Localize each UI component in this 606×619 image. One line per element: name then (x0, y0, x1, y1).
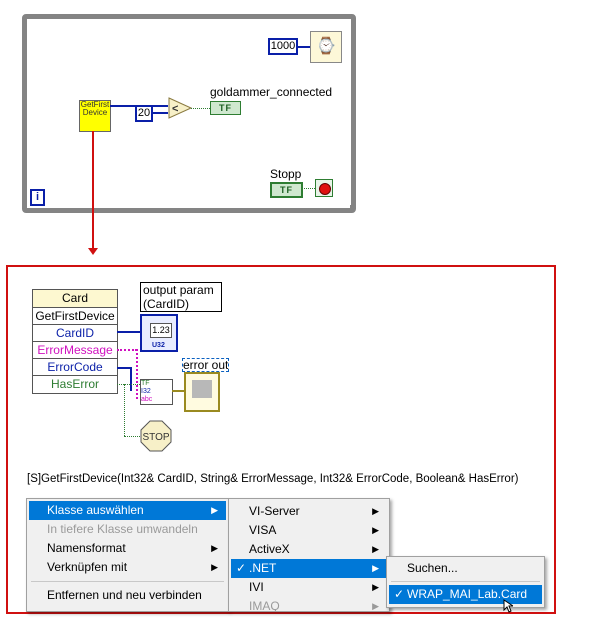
less-than-icon[interactable]: < (168, 97, 192, 119)
wire (172, 390, 184, 392)
cardid-indicator[interactable]: 1.23 U32 (140, 314, 178, 352)
method-signature: [S]GetFirstDevice(Int32& CardID, String&… (27, 473, 519, 485)
wait-timer-icon[interactable]: ⌚ (310, 31, 342, 63)
param-errormessage[interactable]: ErrorMessage (33, 341, 117, 359)
menu-item-entfernen[interactable]: Entfernen und neu verbinden (47, 588, 202, 602)
wire (117, 367, 131, 369)
error-out-label: error out (182, 358, 230, 372)
get-first-device-node[interactable]: GetFirst Device (79, 100, 111, 132)
menu-item-dotnet[interactable]: ✓.NET ▶ (231, 559, 387, 578)
compare-operator: < (172, 103, 178, 115)
menu-item-label: VI-Server (249, 504, 300, 518)
indicator-type: U32 (152, 342, 165, 349)
check-icon: ✓ (236, 561, 247, 575)
submenu-class: VI-Server ▶ VISA ▶ ActiveX ▶ ✓.NET ▶ IVI ▶ IM… (228, 498, 390, 612)
stop-node[interactable]: STOP (140, 420, 172, 452)
indicator-label: goldammer_connected (210, 85, 333, 99)
wire (117, 349, 137, 351)
param-haserror[interactable]: HasError (33, 375, 117, 393)
error-out-cluster[interactable] (184, 372, 220, 412)
submenu-dotnet: Suchen... ✓WRAP_MAI_Lab.Card (386, 556, 545, 608)
menu-item-label: ActiveX (249, 542, 290, 556)
submenu-arrow-icon: ▶ (372, 525, 379, 535)
wire (152, 112, 168, 114)
menu-item-label: IMAQ (249, 599, 280, 612)
submenu-arrow-icon: ▶ (211, 505, 218, 515)
output-label: output param (CardID) (140, 282, 222, 312)
menu-item-klasse-auswaehlen[interactable]: Klasse auswählen ▶ (29, 501, 226, 520)
menu-item-label: IVI (249, 580, 264, 594)
wire (130, 367, 132, 391)
goldammer-connected-indicator[interactable]: TF (210, 101, 241, 115)
check-icon: ✓ (394, 587, 405, 601)
method-name[interactable]: GetFirstDevice (33, 307, 117, 325)
class-header: Card (33, 290, 117, 307)
wire (124, 384, 125, 436)
submenu-arrow-icon: ▶ (372, 506, 379, 516)
wire (297, 46, 310, 48)
detail-callout (6, 265, 556, 614)
wire (117, 384, 140, 385)
menu-separator (391, 581, 540, 582)
submenu-arrow-icon: ▶ (372, 544, 379, 554)
submenu-arrow-icon: ▶ (211, 562, 218, 572)
bundle-int: I32 (141, 388, 151, 395)
bundle-bool: TF (141, 380, 150, 387)
menu-item-label: Namensformat (47, 541, 126, 555)
menu-item-vi-server[interactable]: VI-Server ▶ (231, 502, 387, 521)
menu-item-label: WRAP_MAI_Lab.Card (407, 587, 528, 601)
wire (136, 349, 138, 399)
context-menu: Klasse auswählen ▶ In tiefere Klasse umwa… (26, 498, 229, 612)
bundle-string: abc (141, 396, 153, 403)
callout-arrow (92, 131, 94, 249)
param-cardid[interactable]: CardID (33, 324, 117, 342)
menu-item-label: Verknüpfen mit (47, 560, 128, 574)
menu-item-visa[interactable]: VISA ▶ (231, 521, 387, 540)
wait-constant[interactable]: 1000 (268, 38, 298, 55)
menu-item-imaq[interactable]: IMAQ ▶ (231, 597, 387, 612)
menu-separator (31, 581, 224, 582)
menu-item-label: VISA (249, 523, 277, 537)
wire (124, 436, 140, 437)
invoke-node[interactable]: Card GetFirstDevice CardID ErrorMessage … (32, 289, 118, 394)
menu-item-label: Klasse auswählen (47, 503, 144, 517)
mouse-cursor-icon (503, 599, 513, 613)
stop-button-control[interactable]: TF (270, 182, 303, 198)
menu-item-activex[interactable]: ActiveX ▶ (231, 540, 387, 559)
bundle-node[interactable]: TF I32 abc (140, 379, 173, 405)
loop-resize-handle[interactable] (350, 205, 356, 209)
submenu-arrow-icon: ▶ (211, 543, 218, 553)
wire (117, 331, 141, 333)
stop-label: Stopp (270, 167, 302, 181)
param-errorcode[interactable]: ErrorCode (33, 358, 117, 376)
arrow-head-icon (88, 248, 98, 255)
wire (191, 108, 210, 109)
submenu-arrow-icon: ▶ (372, 563, 379, 573)
submenu-arrow-icon: ▶ (372, 582, 379, 592)
indicator-value: 1.23 (150, 323, 172, 338)
menu-item-namensformat[interactable]: Namensformat ▶ (29, 539, 226, 558)
menu-item-suchen[interactable]: Suchen... (407, 561, 458, 575)
wire (302, 188, 315, 189)
iteration-terminal[interactable]: i (30, 189, 45, 206)
stop-text: STOP (142, 432, 169, 443)
menu-item-label: .NET (249, 561, 277, 575)
menu-item-ivi[interactable]: IVI ▶ (231, 578, 387, 597)
submenu-arrow-icon: ▶ (372, 601, 379, 611)
menu-item-wrap-mai-lab-card[interactable]: ✓WRAP_MAI_Lab.Card (389, 585, 542, 604)
loop-condition-terminal[interactable] (315, 179, 333, 197)
menu-item-tiefere-klasse[interactable]: In tiefere Klasse umwandeln (47, 522, 198, 536)
compare-constant[interactable]: 20 (135, 105, 153, 122)
menu-item-verknuepfen[interactable]: Verknüpfen mit ▶ (29, 558, 226, 577)
